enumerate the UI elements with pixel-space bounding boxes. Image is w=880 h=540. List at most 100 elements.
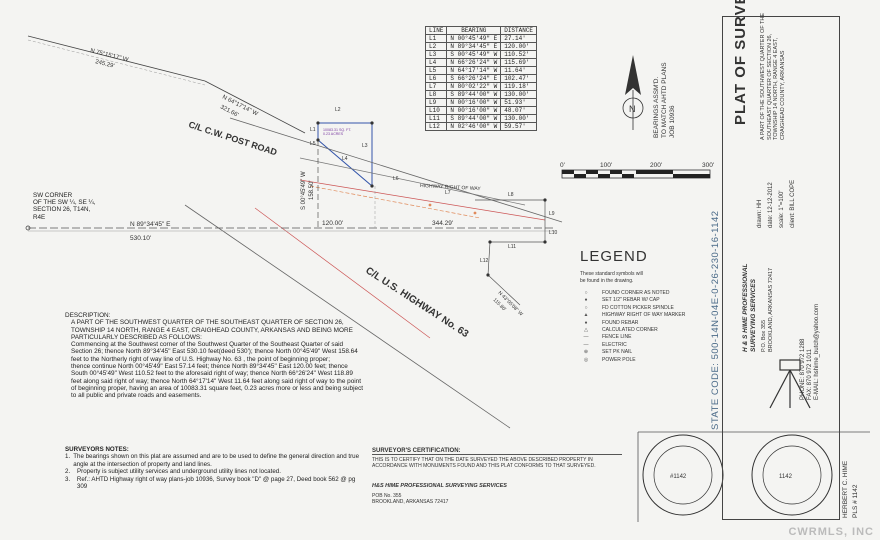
company-city: BROOKLAND, ARKANSAS 72417 [767,267,774,352]
label-bearing-bottom: N 89°34'45" E [130,220,171,228]
legend-item: —ELECTRIC [580,342,685,349]
corner-marker [543,240,547,244]
date-row: date: 12-12-2012 [768,182,774,228]
scale-tick-200: 200' [650,162,662,169]
state-code: STATE CODE: 500-14N-04E-0-26-230-16-1142 [710,210,721,430]
description-heading: DESCRIPTION: [65,312,111,319]
north-arrow-icon: N [622,55,644,130]
cell-bearing: S 00°45'49" W [446,50,502,59]
legend-symbol-icon: ● [584,319,588,326]
note-number: 1. [65,453,71,461]
note-item: 3.Ref.: AHTD Highway right of way plans-… [65,476,365,491]
legend-symbol-icon: ⊕ [583,349,589,356]
plat-description: A PART OF THE SOUTHWEST QUARTER OF THE S… [760,12,786,140]
description-block: DESCRIPTION: A PART OF THE SOUTHWEST QUA… [65,312,365,400]
power-pole [428,203,432,207]
label-L4: L4 [342,156,348,162]
note-number: 3. [65,475,71,483]
cell-distance: 59.57' [500,122,538,131]
scale-tick-100: 100' [600,162,612,169]
line-table-header: LINE BEARING DISTANCE [424,26,538,35]
seal1-number: #1142 [670,474,687,480]
legend-item: ●FOUND REBAR [580,320,685,327]
label-L11: L11 [508,244,516,250]
highway-centerline [184,204,511,429]
scale-tick-300: 300' [702,162,714,169]
company-address: P.O. Box 355 BROOKLAND, ARKANSAS 72417 [761,268,774,352]
electric-line [299,179,546,221]
legend-label: ELECTRIC [602,341,627,348]
note-item: 1.The bearings shown on this plat are as… [65,453,365,468]
cell-bearing: N 66°26'24" W [446,58,502,67]
cell-bearing: S 89°44'00" W [446,114,502,123]
cell-distance: 120.00' [500,42,538,51]
cell-bearing: S 89°44'00" W [446,90,502,99]
cell-distance: 102.47' [500,74,538,83]
surveyor-name: HERBERT C. HIME [842,460,849,518]
legend-item: ●SET 1/2" REBAR W/ CAP [580,297,685,304]
pls-number: PLS # 1142 [852,484,859,519]
label-dist-bottom: 530.10' [130,235,151,242]
legend-item: ⊕SET PK NAIL [580,349,685,356]
note-1: The bearings shown on this plat are assu… [73,453,360,468]
note-number: 2. [65,468,71,476]
cert-addr1: POB No. 355 [372,493,402,499]
label-highway-row: HIGHWAY RIGHT OF WAY [420,183,482,192]
bearings-note: BEARINGS ASSM'D. TO MATCH AHTD PLANS JOB… [653,62,677,138]
cell-distance: 51.93' [500,98,538,107]
legend-symbol-icon: △ [584,327,588,334]
cell-distance: 130.00' [500,114,538,123]
sw-corner-label: SW CORNER OF THE SW ¼, SE ¼, SECTION 26,… [33,192,96,221]
cell-line: L8 [424,90,448,99]
legend-title: LEGEND [580,248,648,265]
post-road-centerline [229,117,563,223]
power-pole [473,211,477,215]
line-L12 [487,241,491,276]
cert-body: THIS IS TO CERTIFY THAT ON THE DATE SURV… [372,457,596,469]
cell-line: L11 [424,114,448,123]
boundary-line-north [27,35,206,82]
boundary-line-mid [204,80,306,134]
cell-line: L4 [424,58,448,67]
scale-value: 1"=100' [779,190,785,211]
company-fax: FAX: 870 972 1011 [807,349,813,400]
legend-label: FD COTTON PICKER SPINDLE [602,304,674,311]
client-row: client: BILL COPE [790,180,796,228]
corner-marker [370,184,374,188]
scale-bar: 0' 100' 200' 300' [560,162,714,179]
scale-tick-0: 0' [560,162,565,169]
surveyor-seal: 1142 [751,434,833,516]
diag-line [487,274,521,306]
label-L3: L3 [362,143,368,149]
cell-bearing: N 00°16'00" W [446,98,502,107]
cell-distance: 130.00' [500,90,538,99]
label-bearing-vert: S 00°45'49" W [301,171,307,210]
seal2-number: 1142 [779,474,793,480]
cell-line: L3 [424,50,448,59]
company-phone: PHONE: 870 972 1288 [800,338,806,400]
highway-row-line [299,157,526,206]
description-p1: A PART OF THE SOUTHWEST QUARTER OF THE S… [71,319,353,341]
date-value: 12-12-2012 [768,182,774,213]
label-L7: L7 [445,190,451,196]
label-L1: L1 [310,127,316,133]
plat-title: PLAT OF SURVEY [732,0,749,125]
label-L10: L10 [549,230,558,236]
legend-item: ▲HIGHWAY RIGHT OF WAY MARKER [580,312,686,319]
legend-symbol-icon: ○ [584,290,588,296]
legend-item: ○FOUND CORNER AS NOTED [580,290,685,297]
surveying-tripod-icon [769,359,811,409]
label-L5: L5 [310,141,316,147]
note-item: 2.Property is subject utility services a… [65,468,365,475]
label-post-road: C/L C.W. POST ROAD [187,119,278,157]
cell-bearing: N 64°17'14" W [446,66,502,75]
cell-line: L12 [424,122,448,131]
